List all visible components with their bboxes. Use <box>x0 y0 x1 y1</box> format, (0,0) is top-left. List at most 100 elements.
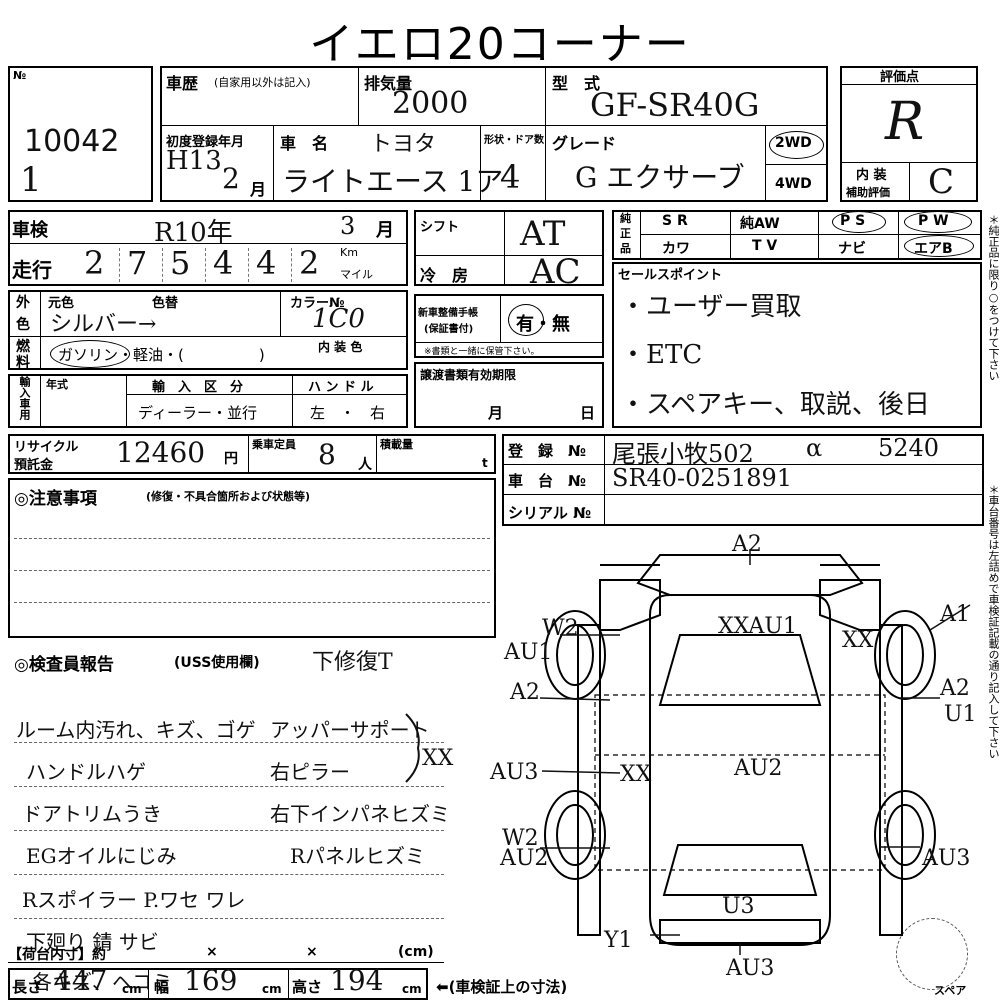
history-note: (自家用以外は記入) <box>214 76 311 89</box>
mark-au3-left: AU3 <box>489 760 538 785</box>
color-no-value: 1C0 <box>312 304 365 334</box>
recycle-label-2: 預託金 <box>14 458 54 473</box>
length-value: 447 <box>54 964 108 997</box>
recycle-value: 12460 <box>116 436 206 469</box>
odometer-separator <box>291 248 292 282</box>
inspector-head: 下修復T <box>312 650 393 675</box>
shift-value: AT <box>520 214 566 254</box>
manual-label-1: 新車整備手帳 <box>418 308 478 319</box>
mileage-unit-km: Km <box>340 246 358 259</box>
doors-value: 4 <box>500 158 521 196</box>
displacement-label: 排気量 <box>364 74 413 93</box>
mark-a2-right: A2 <box>939 676 970 701</box>
chassis-label: 車 台 № <box>508 472 587 490</box>
recycle-unit: 円 <box>224 451 238 467</box>
no-label: № <box>13 69 27 82</box>
ac-label: 冷 房 <box>420 266 469 285</box>
odometer-separator <box>162 248 163 282</box>
cargo-x2: × <box>306 944 318 960</box>
height-label: 高さ <box>292 978 323 996</box>
sales-point-3: ・スペアキー、取説、後日 <box>620 390 930 420</box>
notes-box <box>8 478 496 638</box>
genuine-parts-box <box>612 210 982 260</box>
first-reg-year: H13 <box>166 146 222 176</box>
mark-w2-top: W2 <box>542 616 579 641</box>
registration-box <box>502 434 984 526</box>
mark-xxau1: XXAU1 <box>718 614 797 639</box>
inspection-month-unit: 月 <box>376 220 394 241</box>
handle-label: ハ ン ド ル <box>308 380 374 395</box>
mark-u1-right: U1 <box>944 702 977 727</box>
odometer-digit: 5 <box>170 244 191 282</box>
fuel-label-1: 燃 <box>16 339 30 355</box>
info-grid-top <box>160 66 828 202</box>
first-reg-label: 初度登録年月 <box>166 135 245 150</box>
inspector-right-3: 右下インパネヒズミ <box>270 802 450 826</box>
odometer-separator <box>205 248 206 282</box>
mark-u3: U3 <box>722 894 755 919</box>
inspector-right-2: 右ピラー <box>270 760 350 784</box>
mark-a2-left: A2 <box>509 680 540 705</box>
color-no-label: カラー№ <box>290 296 345 311</box>
grade-label: グレード <box>552 134 617 153</box>
genuine-sr[interactable]: S R <box>662 213 688 229</box>
sales-point-1: ・ユーザー買取 <box>620 292 802 322</box>
drive-2wd[interactable]: 2WD <box>775 135 812 151</box>
sales-point-2: ・ETC <box>620 340 703 370</box>
registration-value: 尾張小牧502 <box>612 440 754 468</box>
transfer-day: 日 <box>580 404 596 422</box>
first-reg-month: 2 <box>222 162 240 195</box>
side-note-top: ＊純正品に限り○をつけて下さい <box>987 214 1000 381</box>
inspection-month: 3 <box>340 212 356 240</box>
odometer-digit: 4 <box>256 244 277 282</box>
model-value: GF-SR40G <box>590 86 760 124</box>
model-label: 型 式 <box>552 74 601 93</box>
odometer-digit: 2 <box>84 244 105 282</box>
load-label: 積載量 <box>380 438 413 451</box>
car-diagram: A2 W2 AU1 XXAU1 XX A1 A2 A2 U1 AU3 XX AU… <box>489 532 977 981</box>
mileage-unit-mile: マイル <box>340 268 373 281</box>
genuine-kawa[interactable]: カワ <box>662 241 690 257</box>
genuine-label-1: 純 <box>620 212 631 225</box>
height-value: 194 <box>330 964 384 997</box>
interior-value: C <box>928 162 955 202</box>
odometer-digit: 7 <box>127 244 148 282</box>
odometer-digit: 2 <box>299 244 320 282</box>
exterior-value: シルバー→ <box>50 312 157 337</box>
genuine-tv[interactable]: T V <box>752 238 778 254</box>
interior-label-1: 内 装 <box>856 168 887 183</box>
drive-4wd[interactable]: 4WD <box>775 176 812 192</box>
transfer-box <box>414 362 604 428</box>
genuine-aw[interactable]: 純AW <box>740 216 780 232</box>
inspection-value: R10年 <box>154 218 233 248</box>
mileage-label: 走行 <box>12 258 52 282</box>
recycle-box <box>8 434 496 474</box>
import-year-label: 年式 <box>46 378 68 391</box>
exterior-change-label: 色替 <box>152 296 179 311</box>
genuine-label-3: 品 <box>620 242 631 255</box>
sales-points-box <box>612 262 982 428</box>
manual-box <box>414 294 604 358</box>
handle-value[interactable]: 左 ・ 右 <box>310 404 386 422</box>
odometer-separator <box>119 248 120 282</box>
genuine-navi[interactable]: ナビ <box>838 241 866 257</box>
notes-label: ◎注意事項 <box>14 489 97 509</box>
page-title: イエロ20コーナー <box>309 19 691 70</box>
mark-a1: A1 <box>939 602 970 627</box>
cargo-label: 【荷台内寸】約 <box>8 947 106 963</box>
inspector-sub: (USS使用欄) <box>174 655 260 671</box>
rating-value: R <box>885 92 925 152</box>
mark-w2-bottom: W2 <box>502 826 539 851</box>
car-name-label: 車 名 <box>280 134 329 153</box>
genuine-label-2: 正 <box>620 227 631 240</box>
first-reg-month-unit: 月 <box>250 180 267 199</box>
width-label: 幅 <box>154 978 170 996</box>
import-class-value[interactable]: ディーラー・並行 <box>138 404 257 422</box>
inspection-mileage-box <box>8 210 408 286</box>
doors-label: 形状・ドア数 <box>484 135 544 146</box>
spare-label: スペア <box>934 984 967 997</box>
registration-kana: α <box>806 434 823 462</box>
lot-mark: 1 <box>20 160 42 200</box>
interior-label-2: 補助評価 <box>846 186 890 199</box>
